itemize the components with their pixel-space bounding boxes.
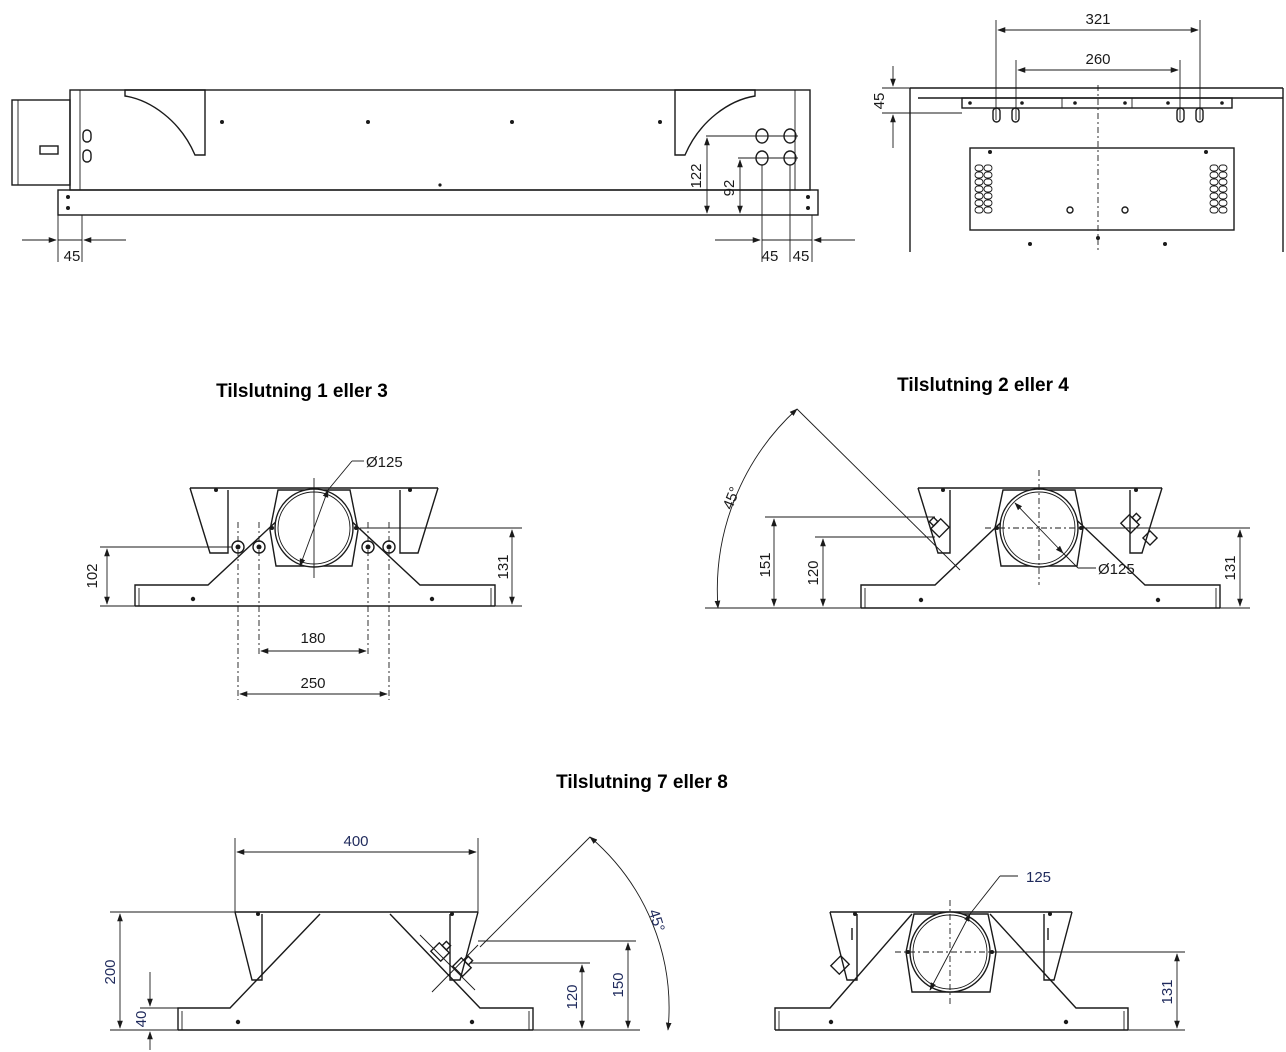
conn-2-4-diameter-label: Ø125 xyxy=(1098,561,1135,578)
dim-45-top-label: 45 xyxy=(871,93,888,110)
conn-2-4-view: Ø125 45° 151 120 131 xyxy=(705,408,1250,609)
title-conn-1-3: Tilslutning 1 eller 3 xyxy=(216,381,388,402)
dim-180-label: 180 xyxy=(300,630,325,647)
conn-7-8-angle-label: 45° xyxy=(645,907,668,934)
end-fin-pack-right xyxy=(1209,164,1228,214)
conn-1-3-diameter-line xyxy=(299,489,329,567)
dim-45-right-b-label: 45 xyxy=(793,248,810,265)
dim-400-label: 400 xyxy=(343,833,368,850)
conn-2-4-angled-stub-right xyxy=(1119,512,1142,535)
dim-122-label: 122 xyxy=(688,163,705,188)
conn-2-4-angle-label: 45° xyxy=(720,485,744,512)
conn-7-8-left-view: 400 200 40 120 150 45° xyxy=(102,833,672,1050)
end-view: 321 260 45 xyxy=(871,11,1284,252)
conn-1-3-view: Ø125 180 250 102 131 xyxy=(84,454,522,700)
end-fin-pack-left xyxy=(974,164,993,214)
dim-40-label: 40 xyxy=(133,1011,150,1028)
conn-7-8-angle-leader xyxy=(479,836,591,948)
conn-2-4-angled-stub-left xyxy=(928,516,951,539)
side-base-plate xyxy=(57,189,819,216)
dim-200-label: 200 xyxy=(102,959,119,984)
dim-260-label: 260 xyxy=(1085,51,1110,68)
conn-7-8-angle-arc xyxy=(589,836,672,1031)
conn-2-4-angle-leader xyxy=(796,408,961,571)
dim-131-conn78-label: 131 xyxy=(1159,979,1176,1004)
side-inlet-collar xyxy=(11,99,71,186)
dim-131-label: 131 xyxy=(495,554,512,579)
dim-120-label: 120 xyxy=(805,560,822,585)
dim-150-label: 150 xyxy=(610,972,627,997)
conn-7-8-diameter-line xyxy=(929,913,971,991)
dim-120-conn78-label: 120 xyxy=(564,984,581,1009)
conn-2-4-angle-arc xyxy=(714,408,798,609)
conn-7-8-angled-stub xyxy=(429,940,452,963)
end-coil-body xyxy=(969,147,1235,231)
side-bracket-left xyxy=(124,89,206,156)
title-conn-7-8: Tilslutning 7 eller 8 xyxy=(556,772,728,793)
conn-2-4-diameter-line xyxy=(1014,502,1064,554)
conn-7-8-right-view: 125 131 xyxy=(774,869,1185,1031)
dim-321-label: 321 xyxy=(1085,11,1110,28)
title-conn-2-4: Tilslutning 2 eller 4 xyxy=(897,375,1069,396)
side-bracket-right xyxy=(674,89,756,156)
end-rail xyxy=(961,97,1233,109)
dim-131-conn24-label: 131 xyxy=(1222,555,1239,580)
dim-102-label: 102 xyxy=(84,563,101,588)
conn-7-8-diameter-label: 125 xyxy=(1026,869,1051,886)
dim-45-left-label: 45 xyxy=(64,248,81,265)
dim-250-label: 250 xyxy=(300,675,325,692)
dim-45-right-a-label: 45 xyxy=(762,248,779,265)
dim-92-label: 92 xyxy=(721,180,738,197)
conn-7-8-right-stub xyxy=(829,954,851,976)
dim-151-label: 151 xyxy=(757,552,774,577)
side-view: 122 92 45 45 45 xyxy=(11,89,855,265)
conn-1-3-diameter-label: Ø125 xyxy=(366,454,403,471)
